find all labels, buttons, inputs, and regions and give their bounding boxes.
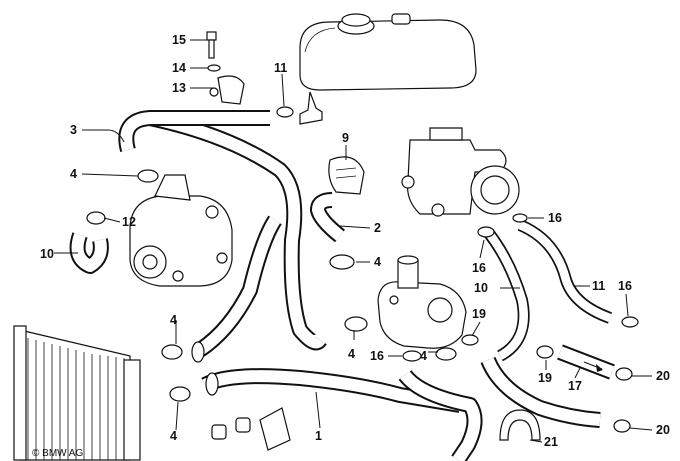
callout-labels: 15 14 13 11 3 9 4 12 10 2 4 16 16 10 11 … bbox=[40, 33, 670, 449]
callout-4a: 4 bbox=[70, 167, 77, 181]
callout-9: 10 bbox=[40, 247, 54, 261]
callout-4d: 4 bbox=[348, 347, 355, 361]
callout-19a: 19 bbox=[472, 307, 486, 321]
bracket-lower[interactable] bbox=[211, 407, 291, 451]
callout-14: 10 bbox=[474, 281, 488, 295]
callout-17: 17 bbox=[568, 379, 582, 393]
clip-8[interactable] bbox=[328, 156, 365, 195]
hose-14[interactable] bbox=[483, 228, 530, 362]
radiator[interactable] bbox=[13, 325, 141, 461]
hose-lower-return[interactable] bbox=[398, 356, 601, 461]
callout-8: 9 bbox=[342, 131, 349, 145]
callout-2: 2 bbox=[374, 221, 381, 235]
hose-radiator-upper[interactable] bbox=[191, 215, 282, 363]
copyright-text: © BMW AG bbox=[32, 448, 83, 459]
bracket-21[interactable] bbox=[499, 409, 541, 441]
callout-15: 11 bbox=[592, 279, 605, 293]
hose-3-upper[interactable] bbox=[118, 110, 327, 351]
callout-12: 14 bbox=[172, 61, 186, 75]
bracket-11[interactable] bbox=[209, 75, 245, 105]
callout-13: 15 bbox=[172, 33, 186, 47]
callout-16d: 16 bbox=[370, 349, 384, 363]
bolt-13[interactable] bbox=[206, 31, 217, 59]
leader-lines bbox=[54, 39, 653, 443]
callout-4c: 4 bbox=[170, 313, 177, 327]
callout-4e: 4 bbox=[420, 349, 427, 363]
callout-10a: 11 bbox=[274, 61, 287, 75]
thermostat-housing[interactable] bbox=[377, 255, 467, 349]
callout-1: 1 bbox=[315, 429, 322, 443]
callout-10b: 12 bbox=[122, 215, 136, 229]
hose-clamps[interactable] bbox=[86, 106, 639, 433]
expansion-tank[interactable] bbox=[299, 13, 477, 125]
hose-1-radiator-lower[interactable] bbox=[201, 368, 462, 413]
callout-19b: 19 bbox=[538, 371, 552, 385]
water-pump[interactable] bbox=[129, 174, 233, 287]
callout-16a: 16 bbox=[548, 211, 562, 225]
hose-9-small[interactable] bbox=[69, 232, 109, 274]
callout-16c: 16 bbox=[618, 279, 632, 293]
callout-11: 13 bbox=[172, 81, 186, 95]
callout-4b: 4 bbox=[374, 255, 381, 269]
callout-4f: 4 bbox=[170, 429, 177, 443]
callout-16b: 16 bbox=[472, 261, 486, 275]
hose-2-bypass[interactable] bbox=[310, 192, 346, 243]
throttle-body[interactable] bbox=[401, 127, 520, 217]
callout-20b: 20 bbox=[656, 423, 670, 437]
callout-21: 21 bbox=[544, 435, 558, 449]
callout-20a: 20 bbox=[656, 369, 670, 383]
washer-12[interactable] bbox=[207, 64, 221, 72]
pipe-17[interactable] bbox=[557, 344, 615, 380]
callout-3: 3 bbox=[70, 123, 77, 137]
hose-15[interactable] bbox=[517, 219, 613, 324]
